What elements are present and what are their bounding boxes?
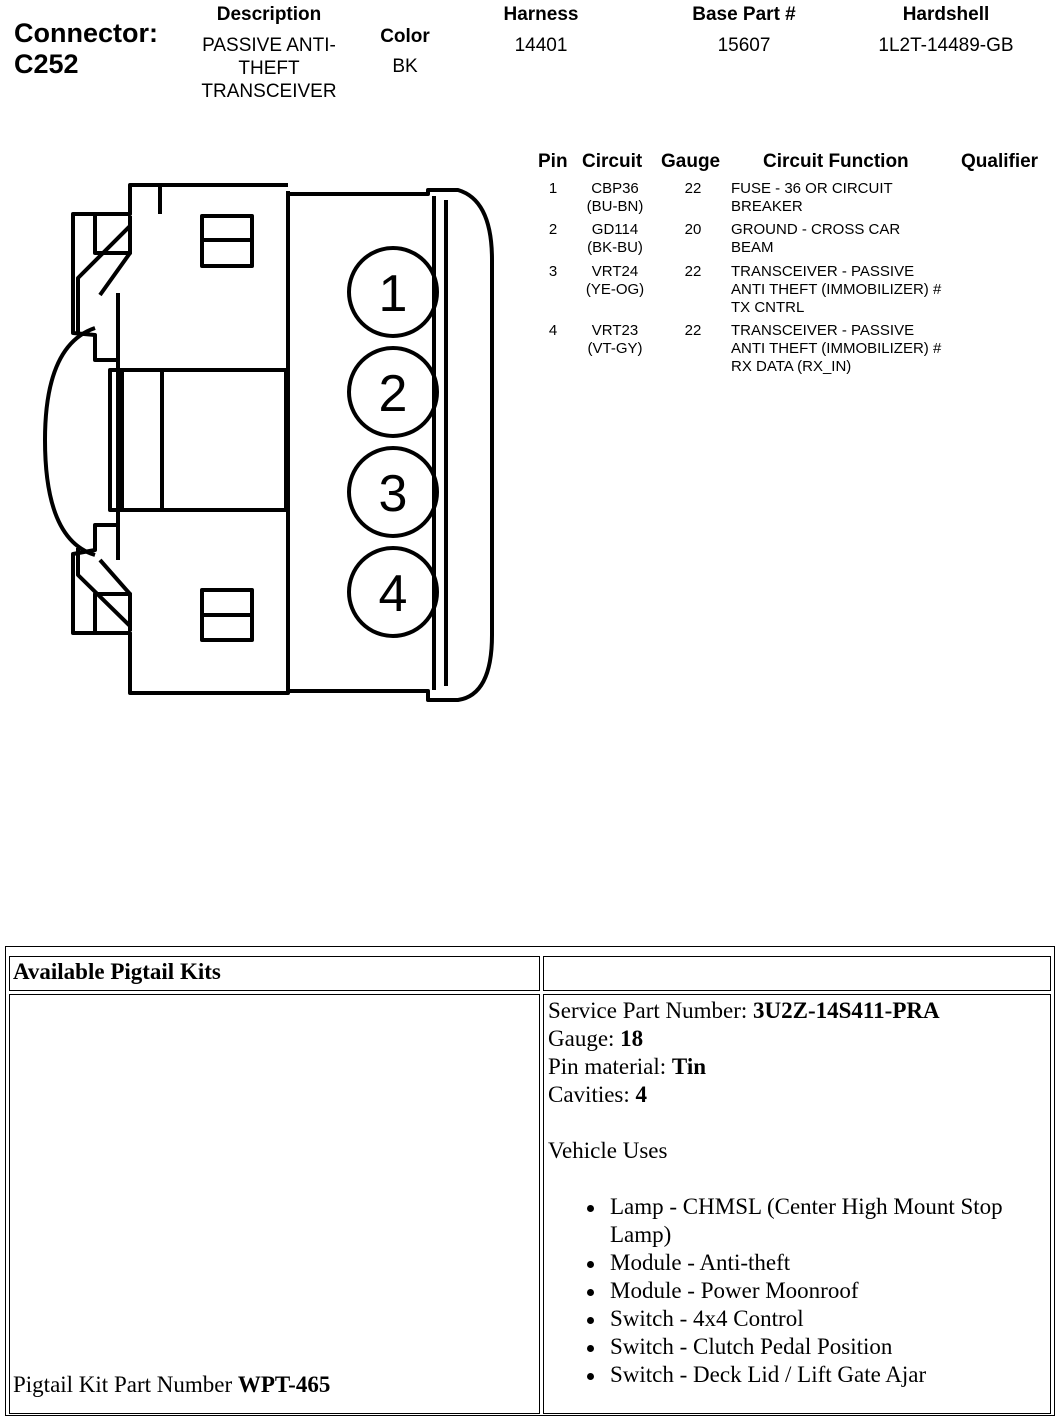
- gauge-value: 22: [684, 180, 702, 197]
- qualifier-column-header: Qualifier: [961, 151, 1039, 172]
- upper-lock: [93, 216, 132, 255]
- circuit-id: GD114(BK-BU): [587, 221, 643, 256]
- harness-value: 14401: [514, 35, 568, 56]
- base-part-value: 15607: [717, 35, 771, 56]
- pigtail-kit-cell: Pigtail Kit Part Number WPT-465: [9, 994, 540, 1414]
- connector-title: Connector: C252: [14, 18, 158, 80]
- pigtail-title-cell: Available Pigtail Kits: [9, 956, 540, 991]
- pin-number: 1: [548, 180, 558, 197]
- vehicle-use-item: Switch - Deck Lid / Lift Gate Ajar: [548, 1361, 1046, 1389]
- pin-material-line: Pin material: Tin: [548, 1054, 707, 1079]
- vehicle-use-item: Lamp - CHMSL (Center High Mount Stop Lam…: [548, 1193, 1046, 1249]
- pin-label-4: 4: [379, 565, 408, 623]
- connector-body-outline: [71, 183, 290, 695]
- circuit-id: CBP36(BU-BN): [586, 180, 644, 215]
- hardshell-label: Hardshell: [902, 4, 990, 25]
- circuit-id: VRT23(VT-GY): [587, 322, 643, 357]
- pin-number: 4: [548, 322, 558, 339]
- color-column: Color BK: [355, 25, 455, 78]
- circuit-function: TRANSCEIVER - PASSIVE ANTI THEFT (IMMOBI…: [731, 322, 942, 375]
- latch-window: [108, 368, 288, 512]
- pin-label-3: 3: [379, 465, 408, 523]
- pin-cavity-3: [347, 446, 439, 538]
- pin-number: 3: [548, 263, 558, 280]
- vehicle-uses-label: Vehicle Uses: [548, 1138, 668, 1163]
- base-part-label: Base Part #: [692, 4, 796, 25]
- vehicle-use-item: Module - Power Moonroof: [548, 1277, 1046, 1305]
- connector-face-diagram: 1 2 3 4: [43, 183, 494, 702]
- description-label: Description: [216, 4, 322, 25]
- circuit-function: GROUND - CROSS CAR BEAM: [731, 221, 901, 256]
- cavities-line: Cavities: 4: [548, 1082, 648, 1107]
- harness-column: Harness 14401: [471, 3, 611, 57]
- pin-number: 2: [548, 221, 558, 238]
- gauge-value: 22: [684, 322, 702, 339]
- hardshell-column: Hardshell 1L2T-14489-GB: [856, 3, 1036, 57]
- circuit-function-column-header: Circuit Function: [763, 151, 909, 172]
- service-part-number: Service Part Number: 3U2Z-14S411-PRA: [548, 998, 940, 1023]
- pigtail-title-empty-cell: [543, 956, 1051, 991]
- pigtail-details-cell: Service Part Number: 3U2Z-14S411-PRA Gau…: [543, 994, 1051, 1414]
- description-column: Description PASSIVE ANTI- THEFT TRANSCEI…: [184, 3, 354, 103]
- vehicle-uses-list: Lamp - CHMSL (Center High Mount Stop Lam…: [548, 1193, 1046, 1389]
- latch-bump: [43, 326, 96, 557]
- hardshell-value: 1L2T-14489-GB: [878, 35, 1014, 56]
- harness-label: Harness: [503, 4, 579, 25]
- pigtail-kit-number: Pigtail Kit Part Number WPT-465: [13, 1372, 331, 1397]
- connector-right-cap: [288, 188, 494, 702]
- pin-label-2: 2: [379, 365, 408, 423]
- color-value: BK: [392, 56, 418, 77]
- connector-id: C252: [14, 49, 79, 79]
- base-part-column: Base Part # 15607: [664, 3, 824, 57]
- vehicle-use-item: Switch - Clutch Pedal Position: [548, 1333, 1046, 1361]
- circuit-column-header: Circuit: [582, 151, 643, 172]
- gauge-line: Gauge: 18: [548, 1026, 644, 1051]
- pigtail-title: Available Pigtail Kits: [13, 959, 221, 984]
- color-label: Color: [380, 26, 430, 47]
- description-value: PASSIVE ANTI- THEFT TRANSCEIVER: [201, 35, 337, 102]
- vehicle-use-item: Switch - 4x4 Control: [548, 1305, 1046, 1333]
- connector-label: Connector:: [14, 18, 158, 48]
- gauge-column-header: Gauge: [661, 151, 721, 172]
- pin-column-header: Pin: [538, 151, 568, 172]
- pin-cavity-4: [347, 546, 439, 638]
- vehicle-use-item: Module - Anti-theft: [548, 1249, 1046, 1277]
- gauge-value: 20: [684, 221, 702, 238]
- pin-label-1: 1: [379, 265, 408, 323]
- circuit-id: VRT24(YE-OG): [585, 263, 645, 298]
- pin-cavity-2: [347, 346, 439, 438]
- pin-cavity-1: [347, 246, 439, 338]
- gauge-value: 22: [684, 263, 702, 280]
- circuit-function: FUSE - 36 OR CIRCUIT BREAKER: [731, 180, 893, 215]
- pigtail-kit-number-value: WPT-465: [237, 1372, 331, 1397]
- circuit-function: TRANSCEIVER - PASSIVE ANTI THEFT (IMMOBI…: [731, 263, 942, 316]
